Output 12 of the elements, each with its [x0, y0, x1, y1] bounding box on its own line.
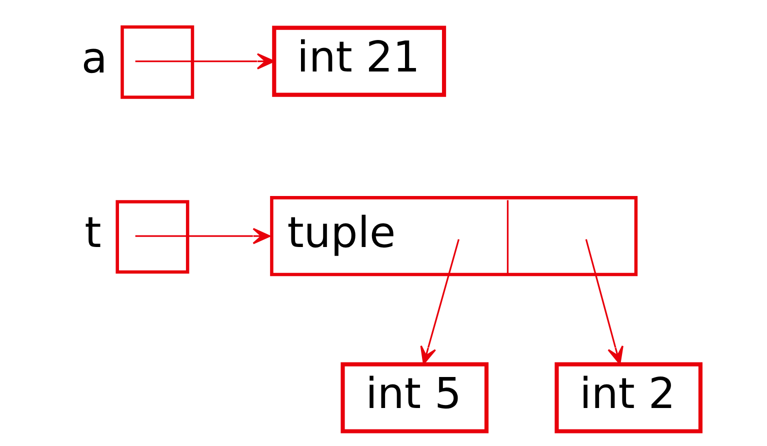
node-label: a [80, 34, 107, 84]
node-box [115, 200, 189, 274]
node-box: int 21 [272, 26, 446, 97]
node-box: int 5 [340, 362, 488, 434]
node-label: t [84, 209, 101, 258]
node-box [120, 25, 194, 99]
node-box: tuple [270, 196, 638, 276]
node-box: int 2 [554, 362, 702, 434]
arrow [134, 53, 274, 70]
arrow [134, 228, 270, 244]
arrow [420, 239, 460, 364]
arrow [584, 239, 623, 364]
